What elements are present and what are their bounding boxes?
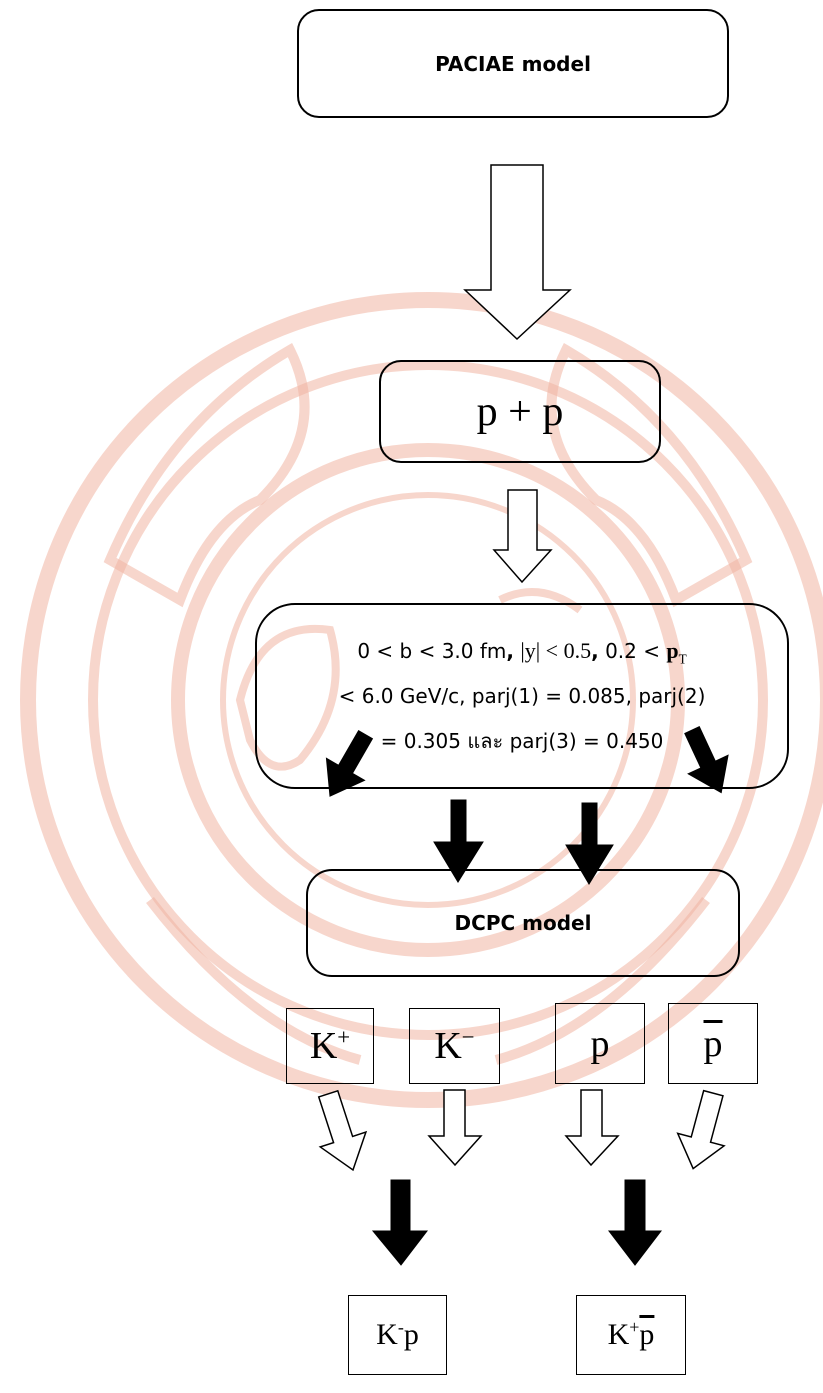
proton-box: p (555, 1003, 645, 1084)
parameters-line-2: < 6.0 GeV/c, parj(1) = 0.085, parj(2) (338, 684, 706, 708)
proton-label: p (590, 1022, 610, 1065)
solid-arrow-down-icon (565, 802, 614, 885)
hollow-arrow-down-icon (427, 1089, 483, 1167)
dcpc-model-box: DCPC model (306, 869, 740, 977)
dcpc-model-label: DCPC model (454, 911, 592, 935)
solid-arrow-down-icon (433, 799, 484, 883)
collision-system-box: p + p (379, 360, 661, 463)
hollow-arrow-down-icon (564, 1089, 620, 1167)
parameters-line-3: = 0.305 และ parj(3) = 0.450 (380, 729, 664, 753)
k-plus-box: K+ (286, 1008, 374, 1084)
parameters-box: 0 < b < 3.0 fm, |y| < 0.5, 0.2 < pT < 6.… (255, 603, 789, 789)
k-minus-box: K− (409, 1008, 500, 1084)
k-plus-pbar-p: p (639, 1318, 655, 1351)
pt-subscript: T (678, 651, 687, 667)
k-minus-p-box: K-p (348, 1295, 447, 1375)
k-plus-pbar-box: K+p (576, 1295, 686, 1375)
k-plus-pbar-k: K (607, 1318, 630, 1351)
paciae-model-box: PACIAE model (297, 9, 729, 118)
antiproton-label: p (703, 1022, 723, 1065)
k-minus-charge: − (461, 1024, 475, 1050)
rapidity-range: |y| < 0.5 (520, 638, 592, 663)
solid-arrow-down-icon (371, 1179, 429, 1266)
k-minus-p-p: p (403, 1318, 419, 1351)
k-minus-label: K (434, 1025, 462, 1067)
k-plus-label: K (309, 1025, 338, 1067)
hollow-arrow-down-icon (492, 489, 553, 584)
hollow-arrow-down-icon (317, 1089, 368, 1172)
pt-lower-bound: 0.2 < (605, 639, 660, 663)
collision-system-label: p + p (476, 388, 564, 435)
pt-symbol: p (666, 638, 679, 663)
antiproton-box: p (668, 1003, 758, 1084)
solid-arrow-down-icon (607, 1179, 663, 1266)
parameters-line-1: 0 < b < 3.0 fm, |y| < 0.5, 0.2 < pT (357, 638, 687, 667)
hollow-arrow-down-icon (463, 164, 572, 341)
impact-parameter-range: 0 < b < 3.0 fm (357, 639, 507, 663)
k-plus-charge: + (337, 1024, 351, 1050)
hollow-arrow-down-icon (676, 1089, 726, 1170)
k-minus-p-charge: - (397, 1317, 404, 1337)
k-plus-pbar-charge: + (629, 1317, 640, 1337)
paciae-model-label: PACIAE model (435, 51, 591, 76)
solid-arrow-down-icon (684, 726, 729, 794)
k-minus-p-k: K (376, 1318, 398, 1351)
